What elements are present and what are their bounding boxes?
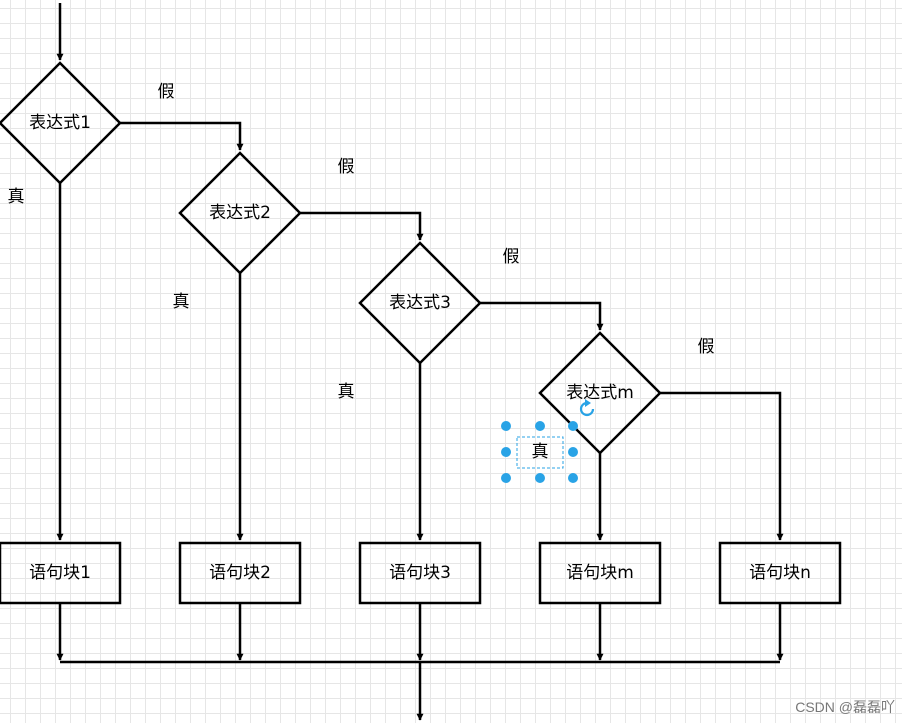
true-label-m[interactable]: 真 xyxy=(532,442,549,462)
false-label-2[interactable]: 假 xyxy=(338,157,355,177)
block-label-2: 语句块2 xyxy=(209,563,271,583)
false-connector-3[interactable] xyxy=(480,301,604,331)
resize-handle-e[interactable] xyxy=(568,447,578,457)
resize-handle-s[interactable] xyxy=(535,473,545,483)
watermark: CSDN @磊磊吖 xyxy=(795,699,895,715)
selected-true-label[interactable]: 真 xyxy=(501,399,595,483)
resize-handle-w[interactable] xyxy=(501,447,511,457)
true-label-1[interactable]: 真 xyxy=(8,187,25,207)
false-connector-2[interactable] xyxy=(300,211,424,241)
condition-label-3: 表达式3 xyxy=(389,293,451,313)
block-label-3: 语句块3 xyxy=(389,563,451,583)
resize-handle-ne[interactable] xyxy=(568,421,578,431)
false-connector-1[interactable] xyxy=(120,121,244,151)
condition-label-1: 表达式1 xyxy=(29,113,91,133)
condition-label-2: 表达式2 xyxy=(209,203,271,223)
selection-box xyxy=(516,436,564,469)
resize-handle-sw[interactable] xyxy=(501,473,511,483)
false-connector-m[interactable] xyxy=(660,391,784,541)
true-label-2[interactable]: 真 xyxy=(173,292,190,312)
true-label-3[interactable]: 真 xyxy=(338,382,355,402)
resize-handles[interactable] xyxy=(501,421,578,483)
false-label-m[interactable]: 假 xyxy=(698,337,715,357)
block-label-n: 语句块n xyxy=(749,563,811,583)
resize-handle-se[interactable] xyxy=(568,473,578,483)
resize-handle-nw[interactable] xyxy=(501,421,511,431)
false-label-1[interactable]: 假 xyxy=(158,82,175,102)
block-label-m: 语句块m xyxy=(566,563,634,583)
rotate-handle-icon[interactable] xyxy=(579,399,595,417)
block-label-1: 语句块1 xyxy=(29,563,91,583)
resize-handle-n[interactable] xyxy=(535,421,545,431)
false-label-3[interactable]: 假 xyxy=(503,247,520,267)
condition-label-m: 表达式m xyxy=(566,383,634,403)
